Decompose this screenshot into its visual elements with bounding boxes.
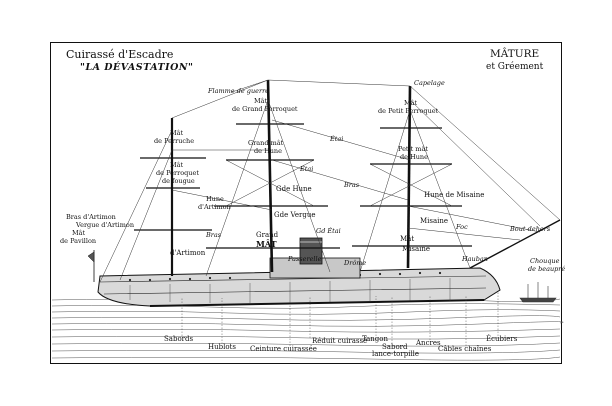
label-sabord-lt-2: lance-torpille bbox=[372, 350, 420, 358]
label-mat-perruche: Mât bbox=[170, 129, 184, 137]
label-mat-perroquet-3: de fougue bbox=[162, 177, 195, 185]
label-mat-gd-perroquet-2: de Grand Perroquet bbox=[232, 105, 298, 113]
plate-title: Cuirassé d'Escadre bbox=[66, 48, 174, 61]
label-mat-perroquet-2: de Perroquet bbox=[156, 169, 199, 177]
rigging bbox=[99, 79, 561, 283]
label-misaine-mat: Mât bbox=[400, 235, 415, 243]
label-chouque-2: de beaupré bbox=[528, 265, 566, 273]
caption-greement: et Gréement bbox=[486, 62, 544, 72]
label-gde-hune: Gde Hune bbox=[276, 185, 312, 193]
label-ecubiers: Écubiers bbox=[486, 335, 518, 343]
label-mat-pavillon-2: de Pavillon bbox=[60, 237, 97, 245]
label-bras-1: Bras bbox=[344, 181, 360, 189]
label-cables: Câbles chaînes bbox=[438, 345, 492, 353]
label-drome: Drôme bbox=[344, 259, 367, 267]
label-bras-artimon: Bras d'Artimon bbox=[66, 213, 116, 221]
label-mat-perruche-2: de Perruche bbox=[154, 137, 195, 145]
plate-frame bbox=[50, 42, 562, 364]
label-mat-gd-perroquet: Mât bbox=[254, 97, 268, 105]
label-hublots: Hublots bbox=[208, 343, 236, 351]
masts bbox=[170, 79, 412, 276]
label-gde-vergue: Gde Vergue bbox=[274, 211, 316, 219]
label-sabords: Sabords bbox=[164, 335, 194, 343]
yards bbox=[134, 123, 472, 249]
label-misaine-mat-2: Misaine bbox=[402, 245, 431, 253]
label-petit-mat-hune: Petit mât bbox=[398, 145, 428, 153]
label-capelage: Capelage bbox=[414, 79, 445, 87]
label-flamme-de-guerre: Flamme de guerre bbox=[208, 87, 270, 95]
label-mat-pt-perroquet-2: de Petit Perroquet bbox=[378, 107, 439, 115]
label-hauban: Hauban bbox=[462, 255, 488, 263]
label-etai-2: Étai bbox=[300, 165, 314, 173]
label-mat-pavillon: Mât bbox=[72, 229, 86, 237]
distant-ship bbox=[519, 282, 557, 303]
label-reduit: Réduit cuirassé bbox=[312, 337, 368, 345]
label-vergue-misaine: Misaine bbox=[420, 217, 449, 225]
label-sabord-lt: Sabord bbox=[382, 343, 408, 351]
label-foc: Foc bbox=[456, 223, 468, 231]
label-etai-1: Étai bbox=[330, 135, 344, 143]
label-mat-pt-perroquet: Mât bbox=[404, 99, 418, 107]
label-gd-etai: Gd Étai bbox=[316, 227, 341, 235]
caption-mature: MÂTURE bbox=[490, 48, 540, 60]
label-ancres: Ancres bbox=[416, 339, 441, 347]
label-passerelle: Passerelle bbox=[288, 255, 322, 263]
label-hune-artimon: Hune bbox=[206, 195, 224, 203]
ship-hull bbox=[87, 219, 561, 307]
label-artimon-mat: d'Artimon bbox=[170, 249, 206, 257]
label-grand-mat-hune-2: de Hune bbox=[254, 147, 282, 155]
label-bout-dehors: Bout-dehors bbox=[510, 225, 551, 233]
label-bras-2: Bras bbox=[206, 231, 222, 239]
label-ceinture: Ceinture cuirassée bbox=[250, 345, 317, 353]
label-hune-misaine: Hune de Misaine bbox=[424, 191, 485, 199]
label-hune-artimon-2: d'Artimon bbox=[198, 203, 231, 211]
label-grand-mat-hune: Grand mât bbox=[248, 139, 284, 147]
label-tangon: Tangon bbox=[362, 335, 389, 343]
label-chouque: Chouque bbox=[530, 257, 560, 265]
leader-lines bbox=[181, 292, 499, 346]
label-mat-perroquet: Mât bbox=[170, 161, 184, 169]
ship-name: "LA DÉVASTATION" bbox=[80, 62, 194, 73]
label-petit-mat-hune-2: de Hune bbox=[400, 153, 428, 161]
label-vergue-artimon: Vergue d'Artimon bbox=[76, 221, 135, 229]
label-grand-mat-2: MÂT bbox=[256, 239, 277, 249]
label-grand-mat: Grand bbox=[256, 231, 279, 239]
